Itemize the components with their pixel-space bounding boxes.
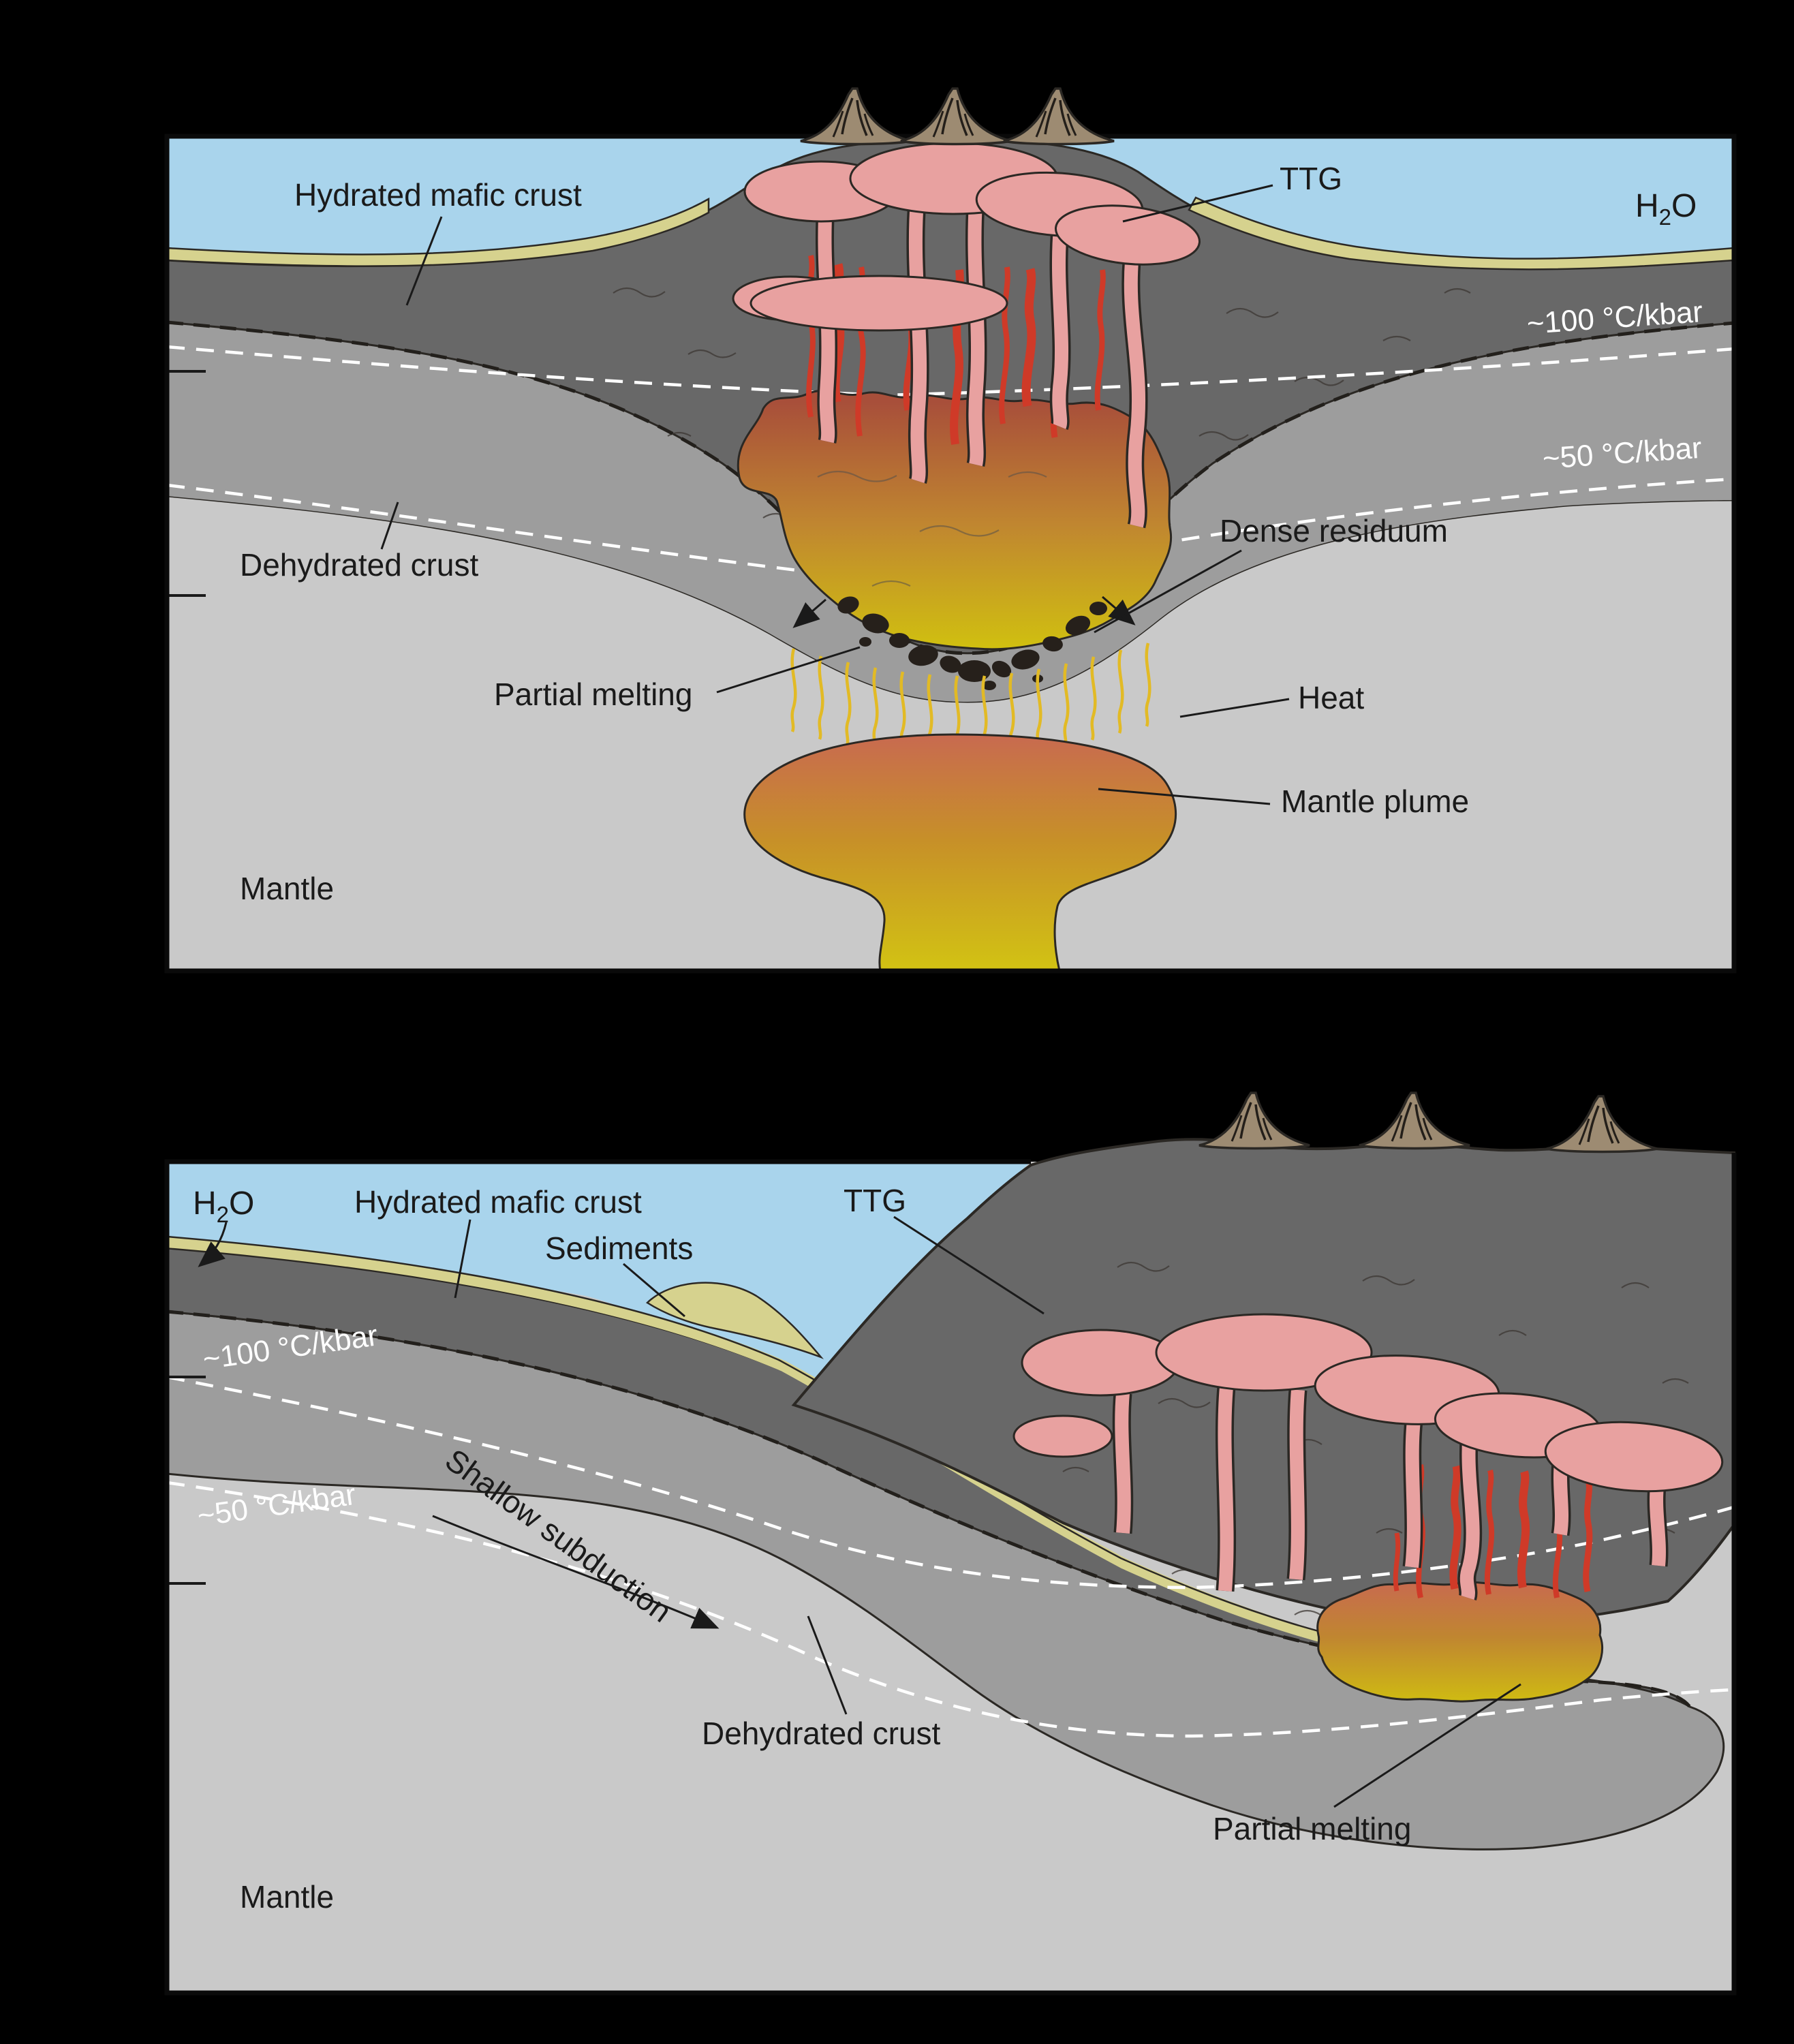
label-partial-melting: Partial melting	[1213, 1811, 1411, 1846]
dehydrated-crust-band	[167, 322, 1734, 702]
label-ttg: TTG	[844, 1183, 906, 1218]
h2o-influx-arrow	[198, 1222, 228, 1267]
label-hydrated-mafic-crust: Hydrated mafic crust	[354, 1184, 642, 1220]
volcano	[1198, 1091, 1311, 1150]
label-hydrated-mafic-crust: Hydrated mafic crust	[294, 177, 582, 213]
leader-partial-melting	[716, 646, 861, 694]
dense-residuum-blobs	[837, 596, 1107, 690]
melt-texture	[817, 470, 1047, 587]
sediment-wedge	[645, 1282, 824, 1359]
leader-mantle-plume	[1098, 788, 1271, 805]
label-heat: Heat	[1298, 680, 1364, 715]
ocean-water	[167, 1162, 1031, 1404]
isotherm-50-line	[166, 1481, 1735, 1738]
volcano	[1358, 1091, 1471, 1150]
label-dehydrated-crust: Dehydrated crust	[702, 1716, 940, 1751]
leader-ttg	[1122, 184, 1273, 223]
leader-dense-residuum	[1094, 549, 1242, 634]
label-h2o: H2O	[1635, 188, 1697, 230]
ttg-intrusions	[732, 142, 1201, 332]
label-partial-melting: Partial melting	[494, 677, 692, 712]
label-mantle: Mantle	[240, 1879, 334, 1915]
leader-hydrated-mafic-crust	[454, 1219, 471, 1299]
volcano	[1545, 1095, 1658, 1153]
residuum-sink-arrow-right	[1102, 595, 1136, 625]
partial-melt-body	[1316, 1581, 1604, 1703]
leader-hydrated-mafic-crust	[405, 216, 443, 306]
panel-border	[164, 1153, 1737, 1996]
leader-ttg	[893, 1215, 1045, 1315]
label-ttg: TTG	[1280, 161, 1342, 196]
leader-heat	[1179, 698, 1290, 718]
leader-dehydrated-crust	[807, 1615, 848, 1715]
ttg-stems	[1112, 1385, 1669, 1600]
volcano	[899, 87, 1012, 146]
leader-sediments	[623, 1263, 685, 1318]
label-mantle-plume: Mantle plume	[1281, 784, 1469, 819]
ttg-stems	[815, 200, 1148, 529]
label-h2o: H2O	[193, 1186, 254, 1227]
panel-mantle-plume: Hydrated mafic crust TTG H2O ~100 °C/kba…	[164, 87, 1737, 974]
volcano	[1002, 87, 1115, 146]
volcano	[799, 87, 912, 146]
residuum-sink-arrow-left	[792, 598, 826, 628]
panel-shallow-subduction: H2O Hydrated mafic crust Sediments TTG ~…	[164, 1091, 1737, 1996]
ttg-intrusions	[1012, 1313, 1724, 1493]
crust-base-dashed-line	[166, 320, 1735, 655]
leader-partial-melting	[1333, 1683, 1521, 1808]
label-dehydrated-crust: Dehydrated crust	[240, 547, 478, 583]
shallow-subduction-arrow	[432, 1515, 720, 1629]
label-dense-residuum: Dense residuum	[1220, 513, 1448, 548]
crust-base-dashed-line	[166, 1310, 1691, 1708]
label-sediments: Sediments	[545, 1230, 693, 1266]
leader-dehydrated-crust	[380, 501, 399, 550]
label-mantle: Mantle	[240, 871, 334, 906]
